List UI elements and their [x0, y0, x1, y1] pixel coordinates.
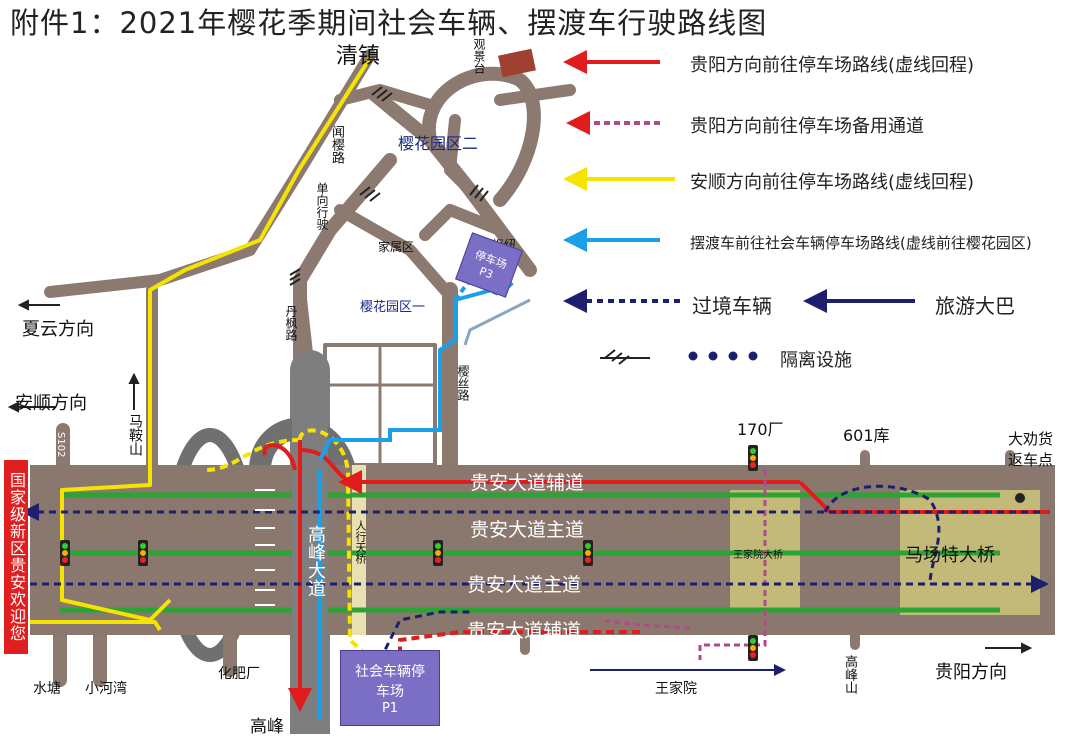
label-fudao-bottom: 贵安大道辅道: [467, 620, 582, 642]
lot-p1-name: 社会车辆停车场: [355, 663, 425, 700]
label-gaofeng: 高峰: [250, 717, 284, 737]
isolation-hatches: [289, 86, 489, 286]
transit-lines: [21, 484, 1049, 676]
legend-bus: 旅游大巴: [935, 294, 1015, 318]
legend-graphics: [563, 50, 915, 365]
label-zone-two: 樱花园区二: [398, 134, 479, 153]
legend-isolation: 隔离设施: [780, 350, 852, 371]
lane-arrows: [255, 489, 275, 606]
label-s102: S102: [55, 432, 66, 458]
label-wangjia-bridge: 王家院大桥: [733, 550, 783, 561]
label-danfeng-road: 丹枫路: [284, 305, 298, 341]
legend-blue: 摆渡车前往社会车辆停车场路线(虚线前往樱花园区): [690, 234, 1032, 252]
label-shuitang: 水塘: [33, 681, 61, 697]
welcome-banner: 国家级新区贵安欢迎您: [4, 460, 28, 654]
label-huafeichang: 化肥厂: [218, 666, 260, 682]
magenta-route: [599, 470, 767, 660]
traffic-lights: [60, 445, 758, 661]
label-xiaohewan: 小河湾: [85, 681, 127, 697]
label-maanshan: 马鞍山: [127, 414, 143, 456]
label-zone-one: 樱花园区一: [360, 300, 426, 315]
label-wangjiayuan: 王家院: [655, 681, 697, 697]
lot-p1[interactable]: 社会车辆停车场 P1: [340, 650, 440, 726]
label-gaofengshan: 高峰山: [842, 655, 857, 694]
label-one-way: 单向行驶: [315, 182, 329, 230]
label-dajun: 大劝货返车点: [1008, 430, 1054, 469]
label-xiayun: 夏云方向: [22, 319, 94, 340]
label-170: 170厂: [737, 420, 784, 439]
label-machangte: 马场特大桥: [905, 545, 995, 566]
label-gaofeng-boulevard: 高峰大道: [305, 525, 326, 597]
direction-arrows: [7, 299, 1033, 654]
label-jiashuqu: 家属区: [378, 240, 415, 254]
label-zhudao-2: 贵安大道主道: [467, 574, 582, 596]
legend-red: 贵阳方向前往停车场路线(虚线回程): [690, 55, 975, 76]
label-fudao-top: 贵安大道辅道: [470, 472, 585, 494]
label-guiyang: 贵阳方向: [935, 662, 1007, 683]
label-guanjingtai: 观景台: [472, 38, 486, 74]
label-pedestrian-bridge: 人行天桥: [354, 520, 367, 564]
legend-magenta: 贵阳方向前往停车场备用通道: [690, 116, 924, 137]
lot-p1-code: P1: [381, 700, 399, 716]
label-anshun: 安顺方向: [15, 393, 87, 414]
legend-yellow: 安顺方向前往停车场路线(虚线回程): [690, 172, 975, 193]
label-601: 601库: [843, 426, 890, 445]
label-xiangshi-road: 樱丝路: [456, 365, 470, 401]
legend-transit: 过境车辆: [692, 294, 772, 318]
label-zhudao-1: 贵安大道主道: [470, 519, 585, 541]
page-title: 附件1：2021年樱花季期间社会车辆、摆渡车行驶路线图: [10, 6, 768, 40]
label-qingzhen: 清镇: [336, 44, 381, 69]
label-wenying-road: 闻樱路: [329, 125, 344, 164]
pedestrian-bridge: [352, 465, 366, 635]
